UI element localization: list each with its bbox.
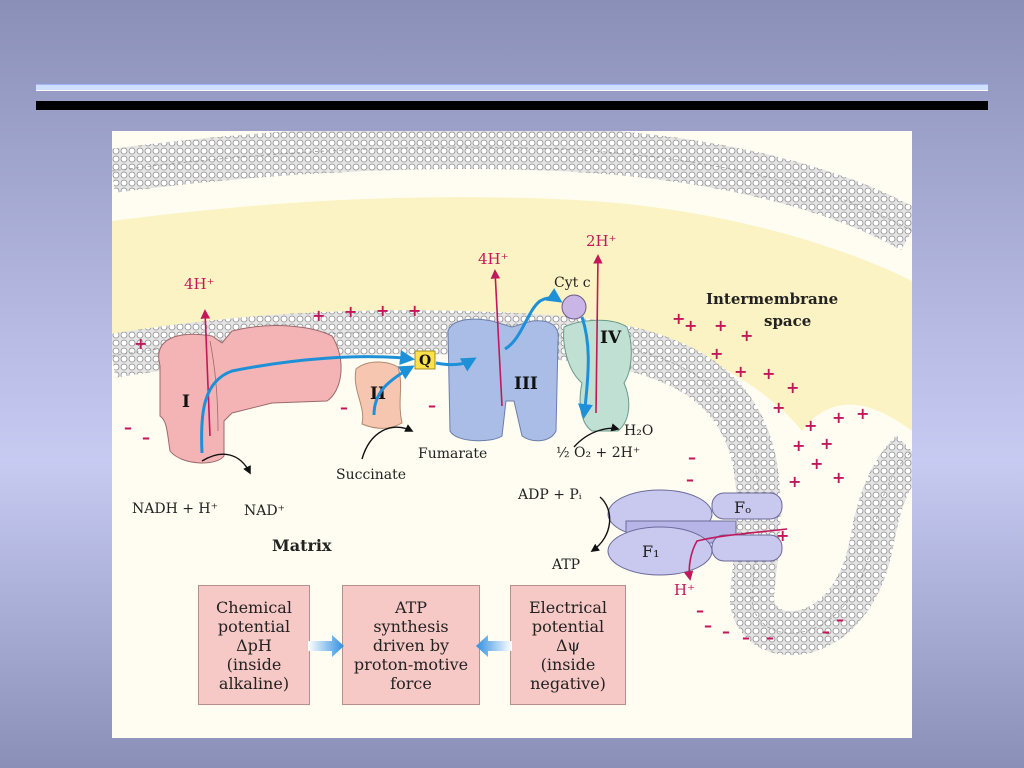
quinone: Q xyxy=(414,350,436,370)
proton-label-complex-i: 4H⁺ xyxy=(184,275,215,293)
intermembrane-label-line1: Intermembrane xyxy=(706,290,838,308)
complex-iii-label: III xyxy=(514,374,538,394)
proton-label-complex-iv: 2H⁺ xyxy=(586,232,617,250)
quinone-label: Q xyxy=(419,353,431,369)
electrical-potential-text: Electrical potential Δψ (inside negative… xyxy=(528,597,608,693)
svg-text:+: + xyxy=(734,362,747,381)
svg-text:–: – xyxy=(704,616,712,635)
svg-text:+: + xyxy=(804,416,817,435)
left-gradient-arrow xyxy=(476,635,512,657)
fumarate-label: Fumarate xyxy=(418,446,487,462)
f1-label: F₁ xyxy=(642,542,660,561)
svg-text:–: – xyxy=(142,428,150,447)
svg-text:+: + xyxy=(772,398,785,417)
chemical-potential-box: Chemical potential ΔpH (inside alkaline) xyxy=(198,585,310,705)
complex-iii: III xyxy=(447,318,559,442)
svg-text:–: – xyxy=(836,610,844,629)
svg-text:–: – xyxy=(340,398,348,417)
oxygen-label: ½ O₂ + 2H⁺ xyxy=(556,445,640,461)
atp-synthase: Fₒ F₁ xyxy=(607,489,783,576)
intermembrane-label-line2: space xyxy=(764,312,811,330)
atp-label: ATP xyxy=(551,557,580,573)
atp-synthesis-box: ATP synthesis driven by proton-motive fo… xyxy=(342,585,480,705)
title-rule-thin xyxy=(36,84,988,91)
fo-label: Fₒ xyxy=(734,498,751,517)
svg-text:+: + xyxy=(312,306,325,325)
intermembrane-space-region xyxy=(112,197,912,431)
svg-text:+: + xyxy=(832,468,845,487)
svg-text:–: – xyxy=(696,601,704,620)
svg-text:–: – xyxy=(742,628,750,647)
svg-text:+: + xyxy=(672,309,685,328)
svg-text:–: – xyxy=(766,628,774,647)
nad-label: NAD⁺ xyxy=(244,503,285,519)
succinate-label: Succinate xyxy=(336,467,406,483)
svg-text:+: + xyxy=(408,301,421,320)
svg-text:+: + xyxy=(134,334,147,353)
right-gradient-arrow xyxy=(308,635,344,657)
cytochrome-c: Cyt c xyxy=(554,275,591,320)
svg-text:+: + xyxy=(344,302,357,321)
cytochrome-c-label: Cyt c xyxy=(554,275,591,291)
water-label: H₂O xyxy=(624,423,653,439)
svg-text:–: – xyxy=(124,418,132,437)
proton-arrows xyxy=(200,254,788,581)
positive-charges: +++++ ++++ ++++ ++++ ++++ ++ xyxy=(134,301,869,545)
svg-text:+: + xyxy=(856,404,869,423)
proton-label-atp-synthase: H⁺ xyxy=(674,581,695,599)
svg-text:–: – xyxy=(722,622,730,641)
svg-text:+: + xyxy=(740,326,753,345)
svg-text:+: + xyxy=(376,301,389,320)
svg-text:+: + xyxy=(820,434,833,453)
nadh-label: NADH + H⁺ xyxy=(132,501,218,517)
diagram-svg: +++++ ++++ ++++ ++++ ++++ ++ –––– –––– –… xyxy=(112,131,912,656)
atp-synthesis-text: ATP synthesis driven by proton-motive fo… xyxy=(353,597,469,693)
svg-text:+: + xyxy=(762,364,775,383)
svg-text:+: + xyxy=(788,472,801,491)
complex-iv-label: IV xyxy=(600,328,622,348)
reaction-arrows xyxy=(201,423,620,552)
matrix-label: Matrix xyxy=(272,536,332,555)
electron-flow xyxy=(200,288,593,454)
svg-text:+: + xyxy=(684,316,697,335)
proton-label-complex-iii: 4H⁺ xyxy=(478,250,509,268)
electrical-potential-box: Electrical potential Δψ (inside negative… xyxy=(510,585,626,705)
electron-transport-diagram: +++++ ++++ ++++ ++++ ++++ ++ –––– –––– –… xyxy=(112,131,912,738)
svg-text:+: + xyxy=(810,454,823,473)
complex-i: I xyxy=(158,325,342,464)
adp-label: ADP + Pᵢ xyxy=(517,487,582,503)
svg-text:+: + xyxy=(786,378,799,397)
svg-text:–: – xyxy=(428,396,436,415)
svg-text:–: – xyxy=(822,622,830,641)
complex-i-label: I xyxy=(182,392,190,412)
svg-text:–: – xyxy=(688,448,696,467)
svg-text:+: + xyxy=(792,436,805,455)
svg-text:–: – xyxy=(686,470,694,489)
svg-text:+: + xyxy=(714,316,727,335)
chemical-potential-text: Chemical potential ΔpH (inside alkaline) xyxy=(216,597,292,693)
svg-text:+: + xyxy=(832,408,845,427)
title-rule-thick xyxy=(36,101,988,110)
svg-text:+: + xyxy=(710,344,723,363)
